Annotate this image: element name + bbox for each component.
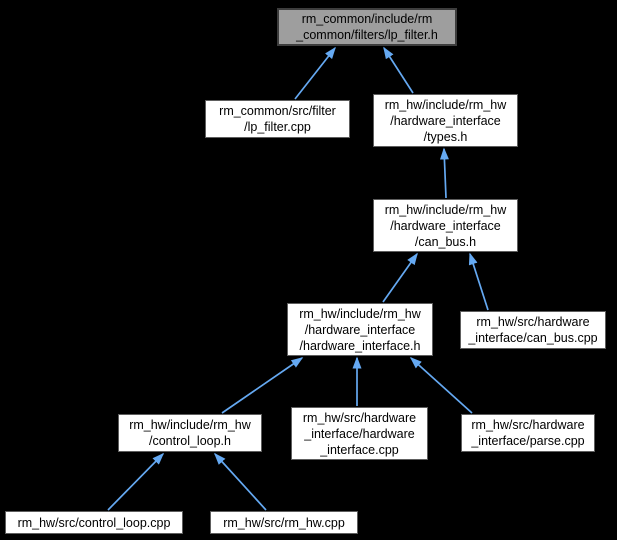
node-label-line: /hardware_interface bbox=[390, 218, 501, 233]
node-label-line: rm_hw/src/rm_hw.cpp bbox=[223, 515, 345, 530]
node-label-line: /hardware_interface bbox=[304, 322, 416, 337]
node-label-line: rm_hw/include/rm_hw bbox=[299, 306, 421, 321]
include-edge-control-loop-h-to-hardware-interface-h bbox=[221, 357, 304, 414]
node-label-line: _interface/can_bus.cpp bbox=[468, 331, 598, 345]
node-label-line: /can_bus.h bbox=[414, 234, 477, 249]
node-label-line: rm_hw/src/control_loop.cpp bbox=[17, 515, 171, 530]
include-edge-control-loop-cpp-to-control-loop-h bbox=[107, 452, 165, 511]
include-edge-rm-hw-cpp-to-control-loop-h bbox=[213, 452, 267, 511]
node-label-line: /lp_filter.cpp bbox=[244, 120, 311, 134]
include-edge-types-h-to-lp-filter-h bbox=[383, 46, 414, 94]
node-label-line: /hardware_interface bbox=[390, 113, 501, 128]
node-label-line: _interface/hardware bbox=[304, 426, 415, 441]
node-label-line: rm_hw/include/rm_hw bbox=[384, 202, 507, 217]
node-label-line: _common/filters/lp_filter.h bbox=[296, 28, 438, 42]
node-label-line: rm_hw/src/hardware bbox=[476, 315, 590, 329]
node-label-line: rm_hw/src/hardware bbox=[302, 410, 417, 425]
graph-node-hardware-interface-cpp[interactable]: rm_hw/src/hardware_interface/hardware_in… bbox=[291, 407, 428, 460]
node-label-line: rm_hw/include/rm_hw bbox=[384, 97, 507, 112]
include-edge-lp-filter-cpp-to-lp-filter-h bbox=[294, 46, 336, 100]
node-label-line: rm_hw/src/hardware bbox=[471, 418, 585, 432]
include-edge-can-bus-h-to-types-h bbox=[439, 147, 449, 199]
graph-node-types-h[interactable]: rm_hw/include/rm_hw/hardware_interface/t… bbox=[373, 94, 518, 147]
graph-node-rm-hw-cpp[interactable]: rm_hw/src/rm_hw.cpp bbox=[210, 511, 358, 534]
node-label-line: rm_hw/include/rm_hw bbox=[129, 418, 251, 432]
graph-node-lp-filter-cpp[interactable]: rm_common/src/filter/lp_filter.cpp bbox=[205, 100, 350, 138]
node-label-line: /types.h bbox=[423, 129, 468, 144]
graph-node-control-loop-h[interactable]: rm_hw/include/rm_hw/control_loop.h bbox=[118, 414, 262, 452]
node-label-line: rm_common/include/rm bbox=[301, 12, 433, 26]
include-edge-can-bus-cpp-to-can-bus-h bbox=[468, 252, 489, 311]
include-edge-parse-cpp-to-hardware-interface-h bbox=[409, 356, 473, 414]
graph-node-lp-filter-h: rm_common/include/rm _common/filters/lp_f… bbox=[277, 8, 457, 46]
node-label-line: _interface/parse.cpp bbox=[471, 434, 585, 448]
include-edge-hardware-interface-h-to-can-bus-h bbox=[382, 252, 418, 303]
graph-node-control-loop-cpp[interactable]: rm_hw/src/control_loop.cpp bbox=[5, 511, 183, 534]
node-label-line: rm_common/src/filter bbox=[219, 104, 336, 118]
node-label-line: /hardware_interface.h bbox=[299, 338, 421, 353]
graph-node-can-bus-h[interactable]: rm_hw/include/rm_hw/hardware_interface/c… bbox=[373, 199, 518, 252]
graph-node-can-bus-cpp[interactable]: rm_hw/src/hardware _interface/can_bus.cpp bbox=[460, 311, 606, 349]
node-label-line: /control_loop.h bbox=[148, 434, 231, 448]
node-label-line: _interface.cpp bbox=[320, 442, 399, 457]
graph-node-hardware-interface-h[interactable]: rm_hw/include/rm_hw/hardware_interface/h… bbox=[287, 303, 433, 356]
graph-node-parse-cpp[interactable]: rm_hw/src/hardware _interface/parse.cpp bbox=[461, 414, 595, 452]
